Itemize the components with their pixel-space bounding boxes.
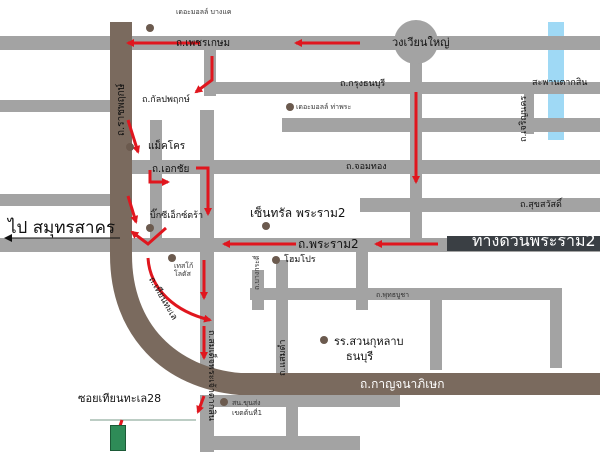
pin-police-station (220, 398, 228, 406)
label-lotus-bangkae: เดอะมอลล์ บางแค (176, 8, 232, 16)
label-phutthabucha: ถ.พุทธบูชา (376, 291, 410, 299)
label-soi-thian-thale-28: ซอยเทียนทะเล28 (78, 392, 162, 405)
label-police-station: สน.ขุนส่ง (232, 399, 261, 407)
label-central-rama2: เซ็นทรัล พระราม2 (250, 206, 346, 220)
pin-mall-thapra (286, 103, 294, 111)
to-samut-sakhon-arrowhead (4, 234, 12, 242)
label-taksin-bridge: สะพานตากสิน (532, 78, 588, 88)
label-police-station-2: เขตต้นที่1 (232, 409, 263, 417)
label-ekkachai: ถ.เอกชัย (152, 164, 190, 175)
pin-suan-kularb (320, 336, 328, 344)
river (548, 22, 564, 140)
label-chom-thong: ถ.จอมทอง (346, 162, 387, 172)
secondary-roads (0, 36, 600, 452)
label-krung-thonburi: ถ.กรุงธนบุรี (340, 79, 386, 89)
label-saeng-saeng: ถ.แสมดำ (278, 339, 288, 376)
label-big-c: บิ๊กซีเอ็กซ์ตร้า (150, 211, 204, 221)
label-charoen-nakhon: ถ.เจริญนคร (519, 95, 529, 142)
label-homepro: โฮมโปร (284, 255, 316, 265)
destination-marker (110, 425, 126, 451)
label-to-samut-sakhon: ไป สมุทรสาคร (8, 218, 116, 238)
label-bang-kradi: ถ.บางกระดี่ (253, 255, 261, 290)
pin-central-rama2 (262, 222, 270, 230)
label-ratchaphruek: ถ.ราชพฤกษ์ (116, 83, 127, 136)
pin-big-c (146, 224, 154, 232)
wongwian-yai-roundabout (394, 20, 438, 64)
label-expressway-rama2: ทางด่วนพระราม2 (472, 231, 596, 250)
pin-tesco-lotus (168, 254, 176, 262)
label-rama2-road: ถ.พระราม2 (298, 237, 359, 251)
pin-lotus-bangkae (146, 24, 154, 32)
label-phet-kasem: ถ.เพชรเกษม (176, 38, 231, 49)
label-wongwian-yai: วงเวียนใหญ่ (392, 36, 450, 49)
label-kanlapaphruek: ถ.กัลปพฤกษ์ (142, 95, 190, 105)
label-suan-kularb-2: ธนบุรี (346, 350, 374, 363)
label-suksawat: ถ.สุขสวัสดิ์ (520, 200, 562, 210)
route-arrows (116, 39, 438, 434)
label-tesco-lotus: เทสโก้ โลตัส (174, 262, 194, 279)
label-mall-thapra: เดอะมอลล์ ท่าพระ (296, 103, 352, 111)
main-highway (110, 22, 600, 395)
label-makro: แม็คโคร (148, 141, 186, 152)
label-kanchanaphisek: ถ.กาญจนาภิเษก (360, 377, 445, 391)
label-suan-kularb: รร.สวนกุหลาบ (334, 335, 404, 348)
expressway-rama2 (447, 236, 600, 251)
label-somdet-soi: ถ.สมเด็จพระเจ้าตากสิน (206, 330, 216, 421)
pin-homepro (272, 256, 280, 264)
pin-makro (126, 143, 134, 151)
